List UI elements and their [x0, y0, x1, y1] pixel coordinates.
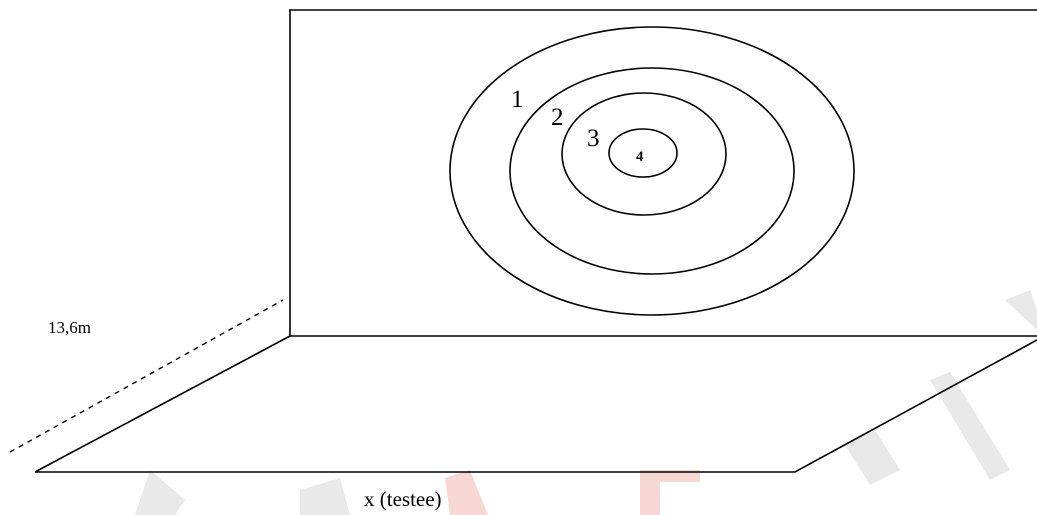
testee-label: x (testee) — [364, 487, 442, 511]
ring-label-4: 4 — [636, 149, 644, 165]
target-ring-1 — [449, 26, 855, 316]
target-ring-3 — [561, 92, 727, 216]
floor-outline — [34, 335, 1037, 473]
watermark — [135, 290, 1037, 515]
ring-label-2: 2 — [551, 104, 564, 131]
wall-outline — [289, 9, 1037, 336]
ring-label-3: 3 — [587, 125, 600, 152]
target-ring-4 — [608, 128, 678, 178]
ring-label-1: 1 — [511, 86, 524, 113]
distance-dashed-line — [9, 299, 284, 453]
target-ring-2 — [509, 67, 795, 275]
distance-label: 13,6m — [48, 318, 91, 337]
